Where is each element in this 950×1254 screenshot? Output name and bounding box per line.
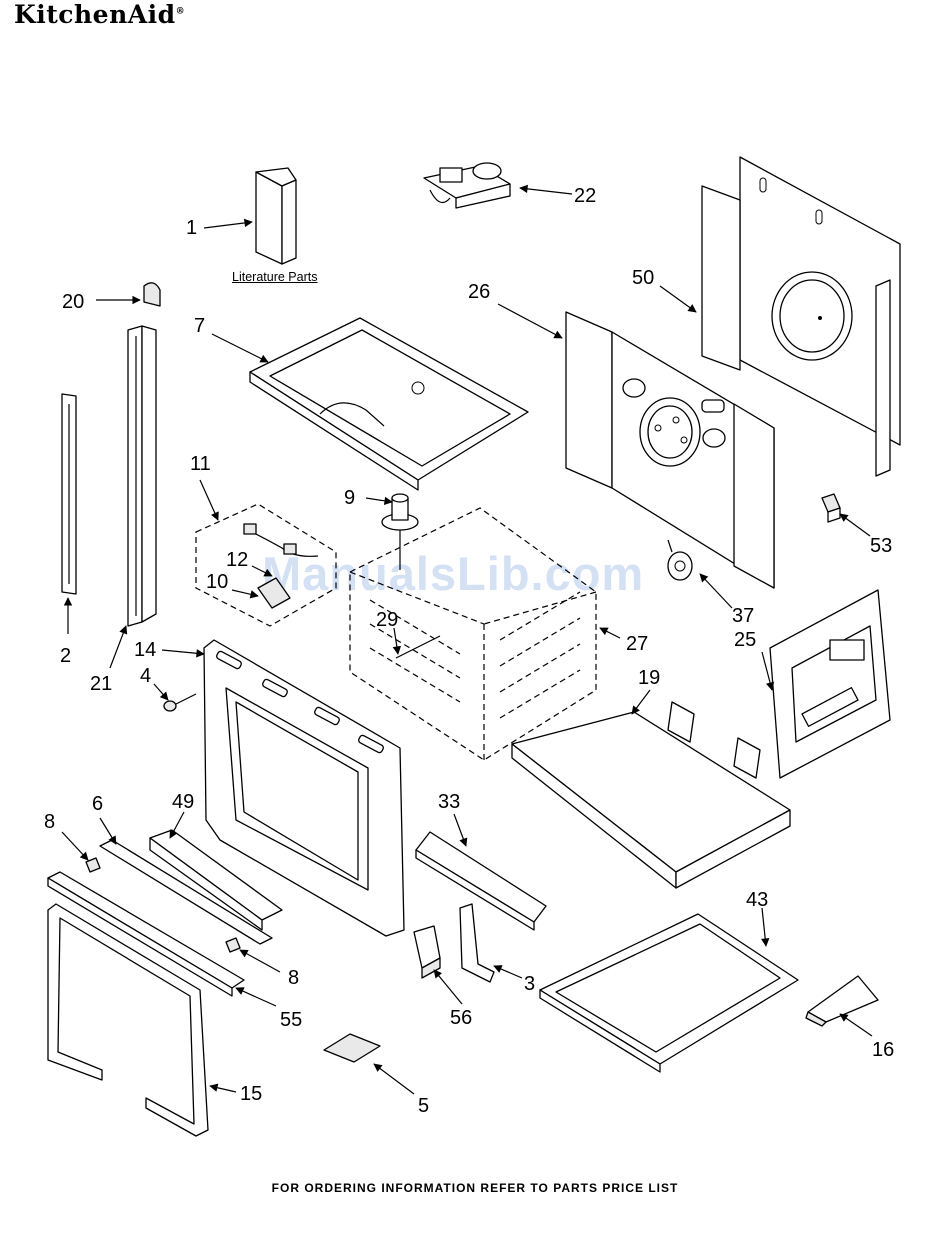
thermostat-part xyxy=(668,540,692,580)
oven-cavity-part xyxy=(350,508,596,760)
callout-7: 7 xyxy=(194,315,205,337)
trim-cap-part xyxy=(144,283,160,306)
lower-rail-part xyxy=(416,832,546,930)
bracket-right-part xyxy=(460,904,494,982)
floor-bracket-part xyxy=(324,1034,380,1062)
callout-49: 49 xyxy=(172,791,194,813)
door-gasket-part xyxy=(48,904,208,1136)
bottom-cover-part xyxy=(512,702,790,888)
callout-16: 16 xyxy=(872,1039,894,1061)
callout-8a: 8 xyxy=(44,811,55,833)
callout-12: 12 xyxy=(226,549,248,571)
callout-53: 53 xyxy=(870,535,892,557)
clip-part xyxy=(822,494,840,522)
rod-part xyxy=(396,636,440,658)
literature-parts-label: Literature Parts xyxy=(232,270,317,284)
callout-3: 3 xyxy=(524,973,535,995)
wiring-assembly-part xyxy=(196,504,336,626)
callout-5: 5 xyxy=(418,1095,429,1117)
literature-book-part xyxy=(256,168,296,264)
callout-10: 10 xyxy=(206,571,228,593)
callout-1: 1 xyxy=(186,217,197,239)
callout-22: 22 xyxy=(574,185,596,207)
callout-25: 25 xyxy=(734,629,756,651)
side-rail-part xyxy=(128,326,156,626)
callout-15: 15 xyxy=(240,1083,262,1105)
ordering-footer: FOR ORDERING INFORMATION REFER TO PARTS … xyxy=(0,1181,950,1195)
callout-14: 14 xyxy=(134,639,156,661)
bottom-frame-part xyxy=(540,914,798,1072)
callout-9: 9 xyxy=(344,487,355,509)
callout-8b: 8 xyxy=(288,967,299,989)
control-module-part xyxy=(424,163,510,208)
spacer-part-b xyxy=(226,938,240,952)
screw-part xyxy=(164,694,196,711)
spacer-part-a xyxy=(86,858,100,872)
callout-19: 19 xyxy=(638,667,660,689)
callout-11: 11 xyxy=(190,453,211,475)
callout-56: 56 xyxy=(450,1007,472,1029)
callout-2: 2 xyxy=(60,645,71,667)
callout-26: 26 xyxy=(468,281,490,303)
callout-21: 21 xyxy=(90,673,112,695)
callout-33: 33 xyxy=(438,791,460,813)
callout-37: 37 xyxy=(732,605,754,627)
callout-50: 50 xyxy=(632,267,654,289)
side-trim-part xyxy=(62,394,76,594)
callout-27: 27 xyxy=(626,633,648,655)
sensor-knob-part xyxy=(382,494,418,570)
callout-43: 43 xyxy=(746,889,768,911)
side-panel-part xyxy=(770,590,890,778)
top-cover-part xyxy=(250,318,528,490)
callout-55: 55 xyxy=(280,1009,302,1031)
bracket-left-part xyxy=(414,926,440,978)
callout-20: 20 xyxy=(62,291,84,313)
callout-4: 4 xyxy=(140,665,151,687)
wedge-part xyxy=(806,976,878,1026)
callout-29: 29 xyxy=(376,609,398,631)
callout-6: 6 xyxy=(92,793,103,815)
